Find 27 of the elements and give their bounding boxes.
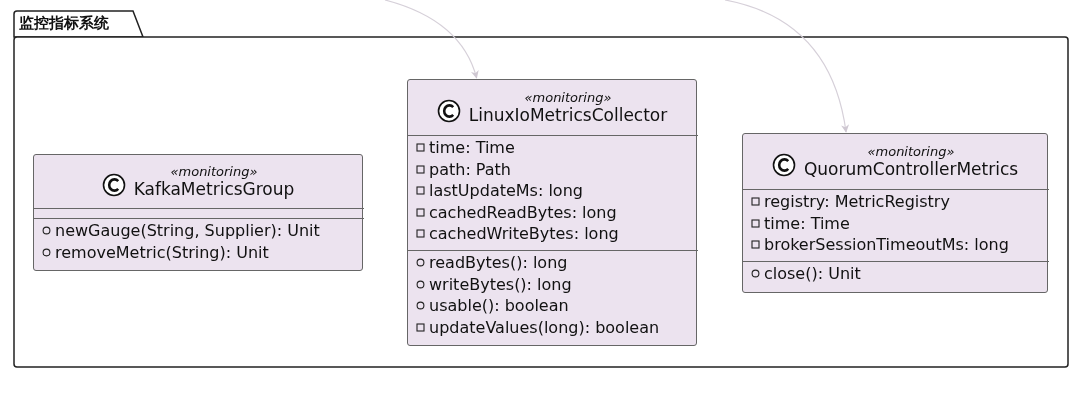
attribute-text: path: Path (429, 158, 511, 180)
attribute-text: cachedWriteBytes: long (429, 223, 619, 244)
stereotype-label: «monitoring» (170, 163, 258, 179)
attribute-text: time: Time (764, 212, 850, 234)
arrow (384, 0, 479, 79)
class-name: KafkaMetricsGroup (133, 178, 295, 200)
arrow (724, 0, 849, 133)
method-text: writeBytes(): long (429, 273, 572, 295)
class-name: LinuxIoMetricsCollector (468, 104, 668, 126)
method-text: newGauge(String, Supplier): Unit (55, 220, 320, 241)
attribute-text: time: Time (429, 137, 515, 158)
attribute-text: brokerSessionTimeoutMs: long (764, 234, 1009, 255)
class-box (742, 133, 1048, 293)
method-text: close(): Unit (764, 263, 861, 284)
attribute-text: registry: MetricRegistry (764, 191, 950, 212)
class-name: QuorumControllerMetrics (803, 158, 1019, 180)
class-box (33, 154, 363, 271)
stereotype-label: «monitoring» (524, 89, 612, 105)
stereotype-label: «monitoring» (867, 143, 955, 159)
method-text: removeMetric(String): Unit (55, 241, 269, 263)
attribute-text: cachedReadBytes: long (429, 201, 617, 223)
package-title: 监控指标系统 (19, 13, 109, 33)
attribute-text: lastUpdateMs: long (429, 180, 583, 201)
method-text: updateValues(long): boolean (429, 316, 660, 338)
method-text: readBytes(): long (429, 252, 568, 273)
class-box (407, 79, 697, 346)
method-text: usable(): boolean (429, 295, 569, 316)
